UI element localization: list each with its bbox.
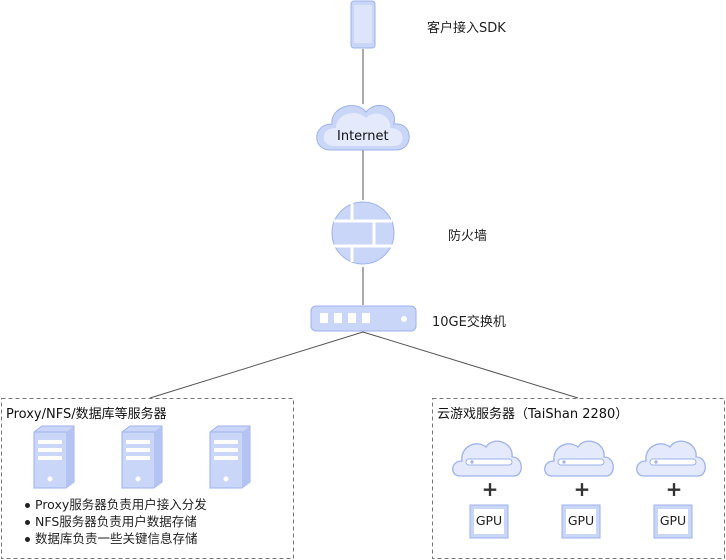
switch-label: 10GE交换机 bbox=[432, 315, 506, 330]
gpu-chip-icon bbox=[561, 504, 601, 539]
cloud-server-icon bbox=[636, 440, 706, 477]
switch-icon bbox=[310, 305, 417, 332]
list-item: 数据库负责一些关键信息存储 bbox=[24, 530, 207, 547]
plus-sign: + bbox=[482, 477, 499, 501]
plus-sign: + bbox=[666, 477, 683, 501]
gpu-label: GPU bbox=[659, 513, 687, 528]
server-tower-icon bbox=[33, 425, 75, 489]
right-group-title: 云游戏服务器（TaiShan 2280） bbox=[437, 407, 629, 422]
gpu-chip-icon bbox=[469, 504, 509, 539]
internet-cloud-icon bbox=[316, 104, 410, 151]
server-tower-icon bbox=[121, 425, 163, 489]
phone-icon bbox=[350, 0, 376, 49]
list-item: NFS服务器负责用户数据存储 bbox=[24, 513, 207, 530]
client-sdk-label: 客户接入SDK bbox=[427, 21, 506, 36]
right-server-group-box bbox=[432, 398, 725, 559]
gpu-label: GPU bbox=[475, 513, 503, 528]
firewall-icon bbox=[331, 201, 395, 265]
plus-sign: + bbox=[574, 477, 591, 501]
gpu-chip-icon bbox=[653, 504, 693, 539]
left-server-group-box bbox=[1, 398, 294, 559]
cloud-server-icon bbox=[544, 440, 614, 477]
internet-label: Internet bbox=[337, 129, 389, 144]
server-tower-icon bbox=[209, 425, 251, 489]
link-switch-left-group bbox=[149, 331, 364, 399]
left-group-title: Proxy/NFS/数据库等服务器 bbox=[6, 407, 167, 422]
left-group-bullet-list: Proxy服务器负责用户接入分发 NFS服务器负责用户数据存储 数据库负责一些关… bbox=[24, 496, 207, 547]
list-item: Proxy服务器负责用户接入分发 bbox=[24, 496, 207, 513]
firewall-label: 防火墙 bbox=[448, 229, 488, 244]
cloud-server-icon bbox=[452, 440, 522, 477]
gpu-label: GPU bbox=[567, 513, 595, 528]
link-switch-right-group bbox=[362, 331, 579, 399]
